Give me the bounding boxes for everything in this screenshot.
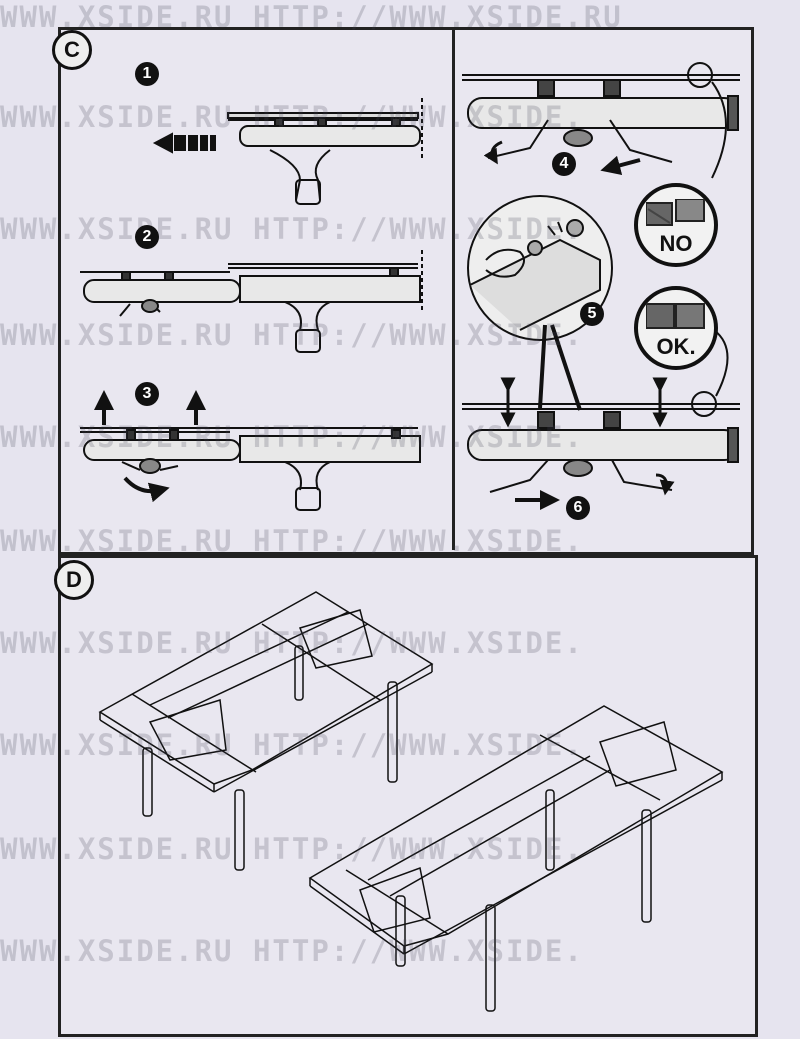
section-c-label: C	[52, 30, 92, 70]
status-no-callout: NO	[634, 183, 718, 267]
section-d-label: D	[54, 560, 94, 600]
step-4-badge: 4	[552, 152, 576, 176]
status-ok-label: OK.	[656, 334, 696, 359]
step-3-illustration	[80, 390, 421, 511]
glass-tiles-icon	[646, 199, 705, 226]
step-6-illustration	[462, 329, 740, 510]
glass-tiles-icon	[646, 303, 705, 329]
status-no-label: NO	[659, 231, 693, 256]
panel-c-divider	[452, 30, 455, 550]
step-5-badge: 5	[580, 302, 604, 326]
step-3-badge: 3	[135, 382, 159, 406]
table-extended-illustration	[98, 591, 434, 871]
step-4-illustration	[462, 62, 740, 179]
panel-d	[58, 555, 758, 1037]
step-2-illustration	[80, 250, 423, 353]
step-1-badge: 1	[135, 62, 159, 86]
step-6-badge: 6	[566, 496, 590, 520]
step-5-inset	[467, 195, 613, 411]
table-closed-illustration	[308, 705, 724, 1012]
step-1-illustration	[152, 98, 423, 205]
step-2-badge: 2	[135, 225, 159, 249]
status-ok-callout: OK.	[634, 286, 718, 370]
